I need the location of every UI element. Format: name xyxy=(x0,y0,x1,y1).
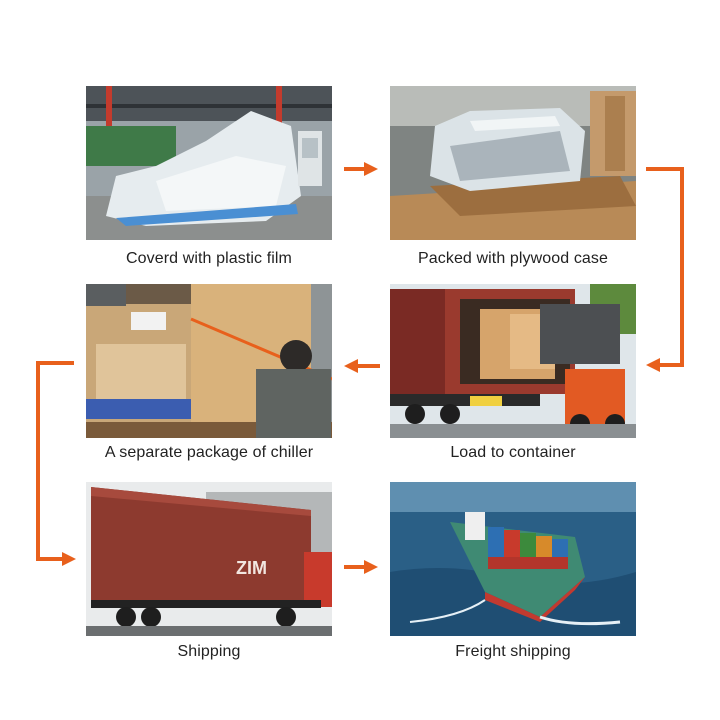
arrow-1-to-2 xyxy=(344,162,378,176)
photo-plastic-film xyxy=(86,86,332,240)
arrow-5-to-6 xyxy=(344,560,378,574)
caption-plywood-case: Packed with plywood case xyxy=(417,250,609,267)
caption-freight-shipping: Freight shipping xyxy=(455,643,571,660)
container-brand: ZIM xyxy=(236,558,267,578)
photo-load-container xyxy=(390,284,636,438)
photo-plywood-case xyxy=(390,86,636,240)
arrow-3-to-5 xyxy=(36,361,76,566)
caption-chiller-package: A separate package of chiller xyxy=(104,444,314,461)
caption-shipping: Shipping xyxy=(177,643,241,660)
photo-shipping-truck: ZIM xyxy=(86,482,332,636)
arrow-4-to-3 xyxy=(344,359,380,373)
photo-chiller-package xyxy=(86,284,332,438)
arrow-2-to-4 xyxy=(646,167,684,372)
photo-freight-ship xyxy=(390,482,636,636)
caption-load-container: Load to container xyxy=(450,444,576,461)
caption-plastic-film: Coverd with plastic film xyxy=(125,250,292,267)
